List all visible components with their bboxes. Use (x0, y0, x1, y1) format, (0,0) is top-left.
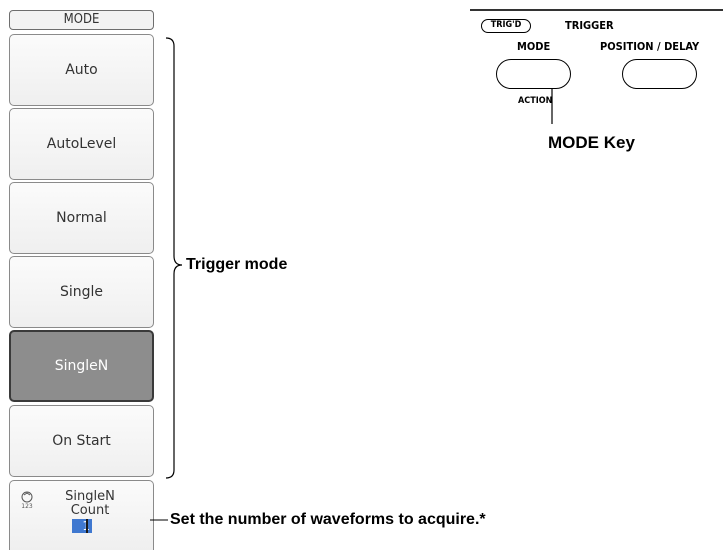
mode-key-label: MODE Key (548, 133, 635, 152)
soft-key-auto[interactable]: Auto (9, 34, 154, 106)
count-key-line1: SingleN (65, 489, 115, 504)
soft-key-autolevel[interactable]: AutoLevel (9, 108, 154, 180)
position-delay-key[interactable] (622, 59, 697, 89)
panel-position-label: POSITION / DELAY (600, 40, 700, 53)
trigger-group-label: TRIGGER (565, 19, 614, 32)
soft-key-label: Single (59, 284, 104, 300)
soft-key-label: Normal (56, 210, 107, 226)
soft-key-single[interactable]: Single (9, 256, 154, 328)
menu-title: MODE (9, 10, 154, 30)
soft-key-label: On Start (52, 433, 111, 449)
soft-key-on-start[interactable]: On Start (9, 405, 154, 477)
soft-key-label: Auto (65, 62, 98, 78)
soft-key-label: AutoLevel (46, 136, 117, 152)
trigger-mode-brace (165, 37, 183, 479)
soft-key-label: SingleN (54, 358, 109, 374)
trigd-indicator: TRIG'D (481, 19, 531, 33)
panel-action-label: ACTION (518, 96, 553, 106)
panel-top-rule (470, 9, 723, 11)
singlen-count-key[interactable]: 123 SingleN Count 1 (9, 480, 154, 550)
text-cursor (86, 519, 88, 533)
count-key-line2: Count (70, 503, 110, 518)
soft-key-singlen[interactable]: SingleN (9, 330, 154, 402)
soft-key-normal[interactable]: Normal (9, 182, 154, 254)
dial-icon-text: 123 (21, 503, 33, 509)
jog-dial-icon: 123 (21, 491, 33, 509)
mode-key[interactable] (496, 59, 571, 89)
count-note-label: Set the number of waveforms to acquire.* (170, 511, 486, 528)
trigger-mode-label: Trigger mode (186, 256, 288, 273)
panel-mode-label: MODE (517, 40, 551, 53)
